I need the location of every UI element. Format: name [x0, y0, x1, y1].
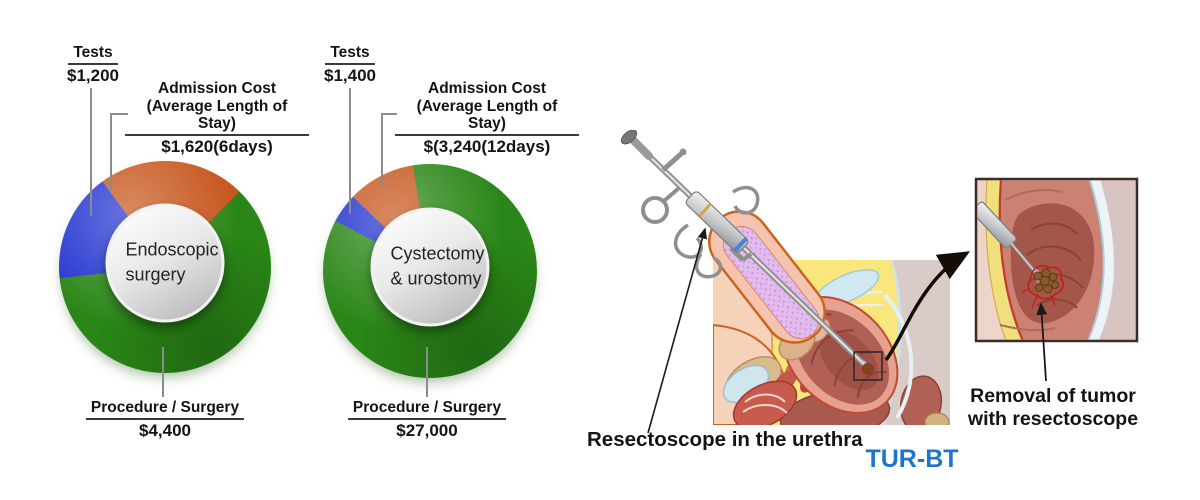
label-admission-endoscopic: Admission Cost (Average Length of Stay) … — [125, 80, 309, 155]
value-label: $27,000 — [396, 420, 458, 440]
finger-ring — [641, 196, 669, 224]
value-label: $4,400 — [139, 420, 191, 440]
leader-line — [381, 113, 397, 115]
inset-caption-line2: with resectoscope — [967, 408, 1138, 430]
center-label-line: surgery — [125, 264, 186, 285]
resectoscope-instrument — [620, 130, 871, 372]
category-label: Admission Cost — [158, 80, 276, 97]
value-label: $1,620(6days) — [161, 136, 273, 156]
leader-line — [90, 88, 92, 216]
value-label: $1,400 — [324, 65, 376, 85]
value-label: $1,200 — [67, 65, 119, 85]
blue-band — [732, 237, 748, 253]
category-label: (Average Length of Stay) — [395, 98, 579, 136]
zoom-arrow — [884, 251, 971, 362]
anatomy-illustration: Resectoscope in the urethra Removal of t… — [587, 130, 1139, 473]
inset-pointer-arrow — [1036, 302, 1048, 382]
tur-bt-label: TUR-BT — [865, 445, 958, 473]
leader-line — [381, 113, 383, 187]
resectoscope-label: Resectoscope in the urethra — [587, 428, 863, 451]
center-label-line: & urostomy — [390, 268, 482, 289]
category-label: (Average Length of Stay) — [125, 98, 309, 136]
bladder-tumor — [861, 362, 875, 376]
category-label: Procedure / Surgery — [85, 399, 245, 420]
tumor-inset — [1021, 265, 1064, 309]
donut-chart-cystectomy: Cystectomy & urostomy — [323, 164, 537, 378]
center-label-line: Endoscopic — [125, 239, 219, 260]
label-admission-cystectomy: Admission Cost (Average Length of Stay) … — [395, 80, 579, 155]
leader-line — [162, 347, 164, 397]
donut-center-label-endoscopic: Endoscopic surgery — [105, 203, 225, 323]
label-procedure-cystectomy: Procedure / Surgery $27,000 — [335, 399, 519, 439]
coccyx — [924, 412, 950, 425]
value-label: $(3,240(12days) — [423, 136, 551, 156]
resectoscope-barrel — [685, 191, 749, 253]
label-procedure-endoscopic: Procedure / Surgery $4,400 — [73, 399, 257, 439]
leader-line — [110, 113, 112, 191]
label-tests-cystectomy: Tests $1,400 — [303, 44, 397, 84]
resectoscope-pointer-arrow — [647, 227, 708, 434]
eyepiece — [620, 130, 638, 145]
donut-center-label-cystectomy: Cystectomy & urostomy — [370, 207, 490, 327]
leader-line — [349, 88, 351, 214]
leader-line — [426, 347, 428, 397]
tumor-highlight-box — [853, 351, 883, 381]
center-label-line: Cystectomy — [390, 243, 485, 264]
leader-line — [110, 113, 128, 115]
label-tests-endoscopic: Tests $1,200 — [46, 44, 140, 84]
inset-caption-line1: Removal of tumor — [970, 385, 1136, 407]
category-label: Procedure / Surgery — [347, 399, 507, 420]
category-label: Tests — [68, 44, 118, 65]
category-label: Admission Cost — [428, 80, 546, 97]
magnified-inset — [974, 177, 1139, 343]
category-label: Tests — [325, 44, 375, 65]
